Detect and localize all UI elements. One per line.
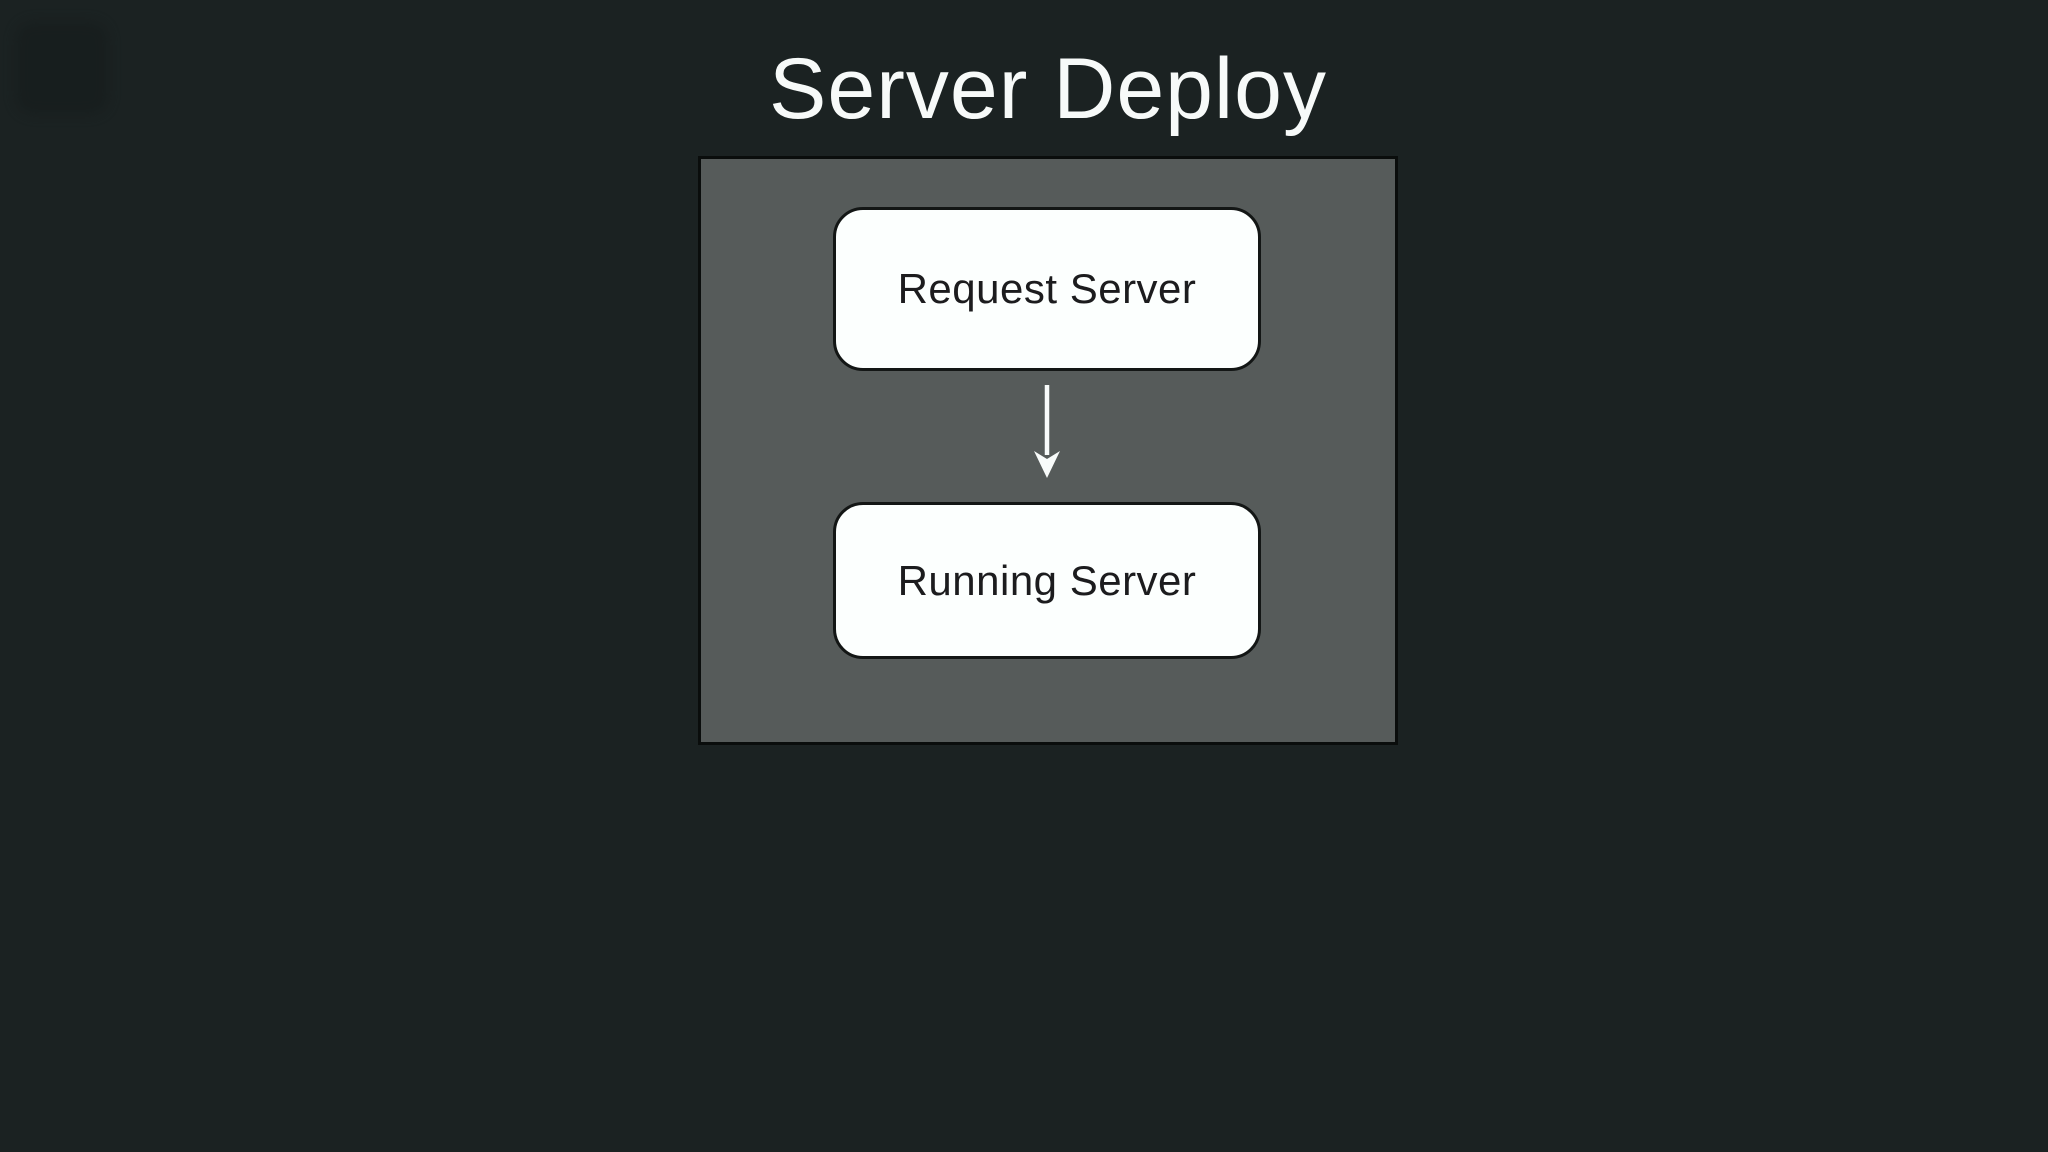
diagram-container: Request Server Running Server: [698, 156, 1398, 745]
page-title: Server Deploy: [769, 41, 1327, 137]
node-request-server-label: Request Server: [897, 265, 1197, 312]
down-arrow-icon: [1034, 385, 1060, 478]
node-request-server: Request Server: [833, 207, 1261, 371]
node-running-server: Running Server: [833, 502, 1261, 659]
corner-smudge-decoration: [16, 22, 108, 114]
node-running-server-label: Running Server: [897, 556, 1197, 604]
